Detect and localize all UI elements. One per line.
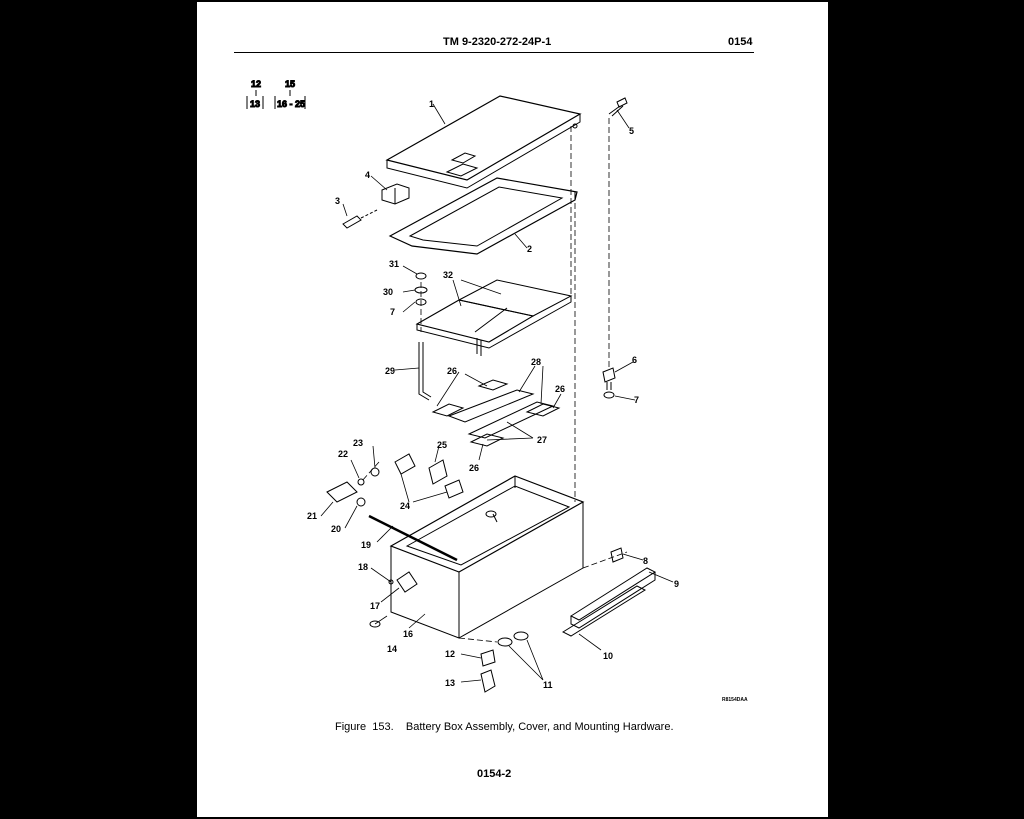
callout-19: 19 [361,540,371,550]
callout-20: 20 [331,524,341,534]
mount-hardware [480,547,624,693]
callout-22: 22 [338,449,348,459]
callout-7b: 7 [634,395,639,405]
hold-down-frame [415,279,573,356]
callout-11: 11 [543,680,553,690]
terminal-hardware [326,453,464,562]
callout-2: 2 [527,244,532,254]
hinge-4 [381,183,410,205]
callout-32: 32 [443,270,453,280]
rod-29 [418,342,432,401]
callout-5: 5 [629,126,634,136]
mounting-rails [561,567,657,637]
callout-13: 13 [445,678,455,688]
document-page: TM 9-2320-272-24P-1 0154 12 13 15 16 - 2… [197,2,828,817]
page-number: 0154-2 [477,768,512,780]
callout-31: 31 [389,259,399,269]
callout-14: 14 [387,644,397,654]
callout-7a: 7 [390,307,395,317]
callout-26c: 26 [469,463,479,473]
callout-8: 8 [643,556,648,566]
callout-26b: 26 [555,384,565,394]
spacer-blocks [431,379,561,447]
callout-4: 4 [365,170,370,180]
callout-21: 21 [307,511,317,521]
cover-gasket [388,177,578,255]
callout-27: 27 [537,435,547,445]
bolt-6 [602,367,616,399]
leader-lines [320,103,674,683]
legend-bottom-1: 13 [250,99,260,109]
callout-3: 3 [335,196,340,206]
callout-25: 25 [437,440,447,450]
legend-bottom-2: 16 - 25 [277,99,305,109]
callout-labels: 1 2 3 4 5 6 7 7 8 9 10 11 12 13 14 16 17… [307,99,679,690]
header-doc-number: TM 9-2320-272-24P-1 [443,36,552,48]
legend-top-2: 15 [285,79,295,89]
header-rule [234,52,754,53]
key-legend: 12 13 15 16 - 25 [246,79,306,110]
callout-17: 17 [370,601,380,611]
figure-reference-code: R8154DAA [722,697,748,703]
callout-6: 6 [632,355,637,365]
bracket-17 [369,571,418,628]
callout-28: 28 [531,357,541,367]
exploded-view-illustration: 12 13 15 16 - 25 [246,79,679,693]
figure-caption: Figure 153. Battery Box Assembly, Cover,… [335,721,674,733]
pin-3 [342,209,378,229]
callout-10: 10 [603,651,613,661]
callout-9: 9 [674,579,679,589]
alignment-lines [360,118,628,643]
header-work-package: 0154 [728,36,753,48]
callout-23: 23 [353,438,363,448]
bolt-5 [608,97,628,117]
callout-12: 12 [445,649,455,659]
callout-30: 30 [383,287,393,297]
callout-1: 1 [429,99,434,109]
battery-box-cover [385,95,582,189]
legend-top-1: 12 [251,79,261,89]
callout-24: 24 [400,501,410,511]
callout-26a: 26 [447,366,457,376]
callout-16: 16 [403,629,413,639]
callout-18: 18 [358,562,368,572]
callout-29: 29 [385,366,395,376]
